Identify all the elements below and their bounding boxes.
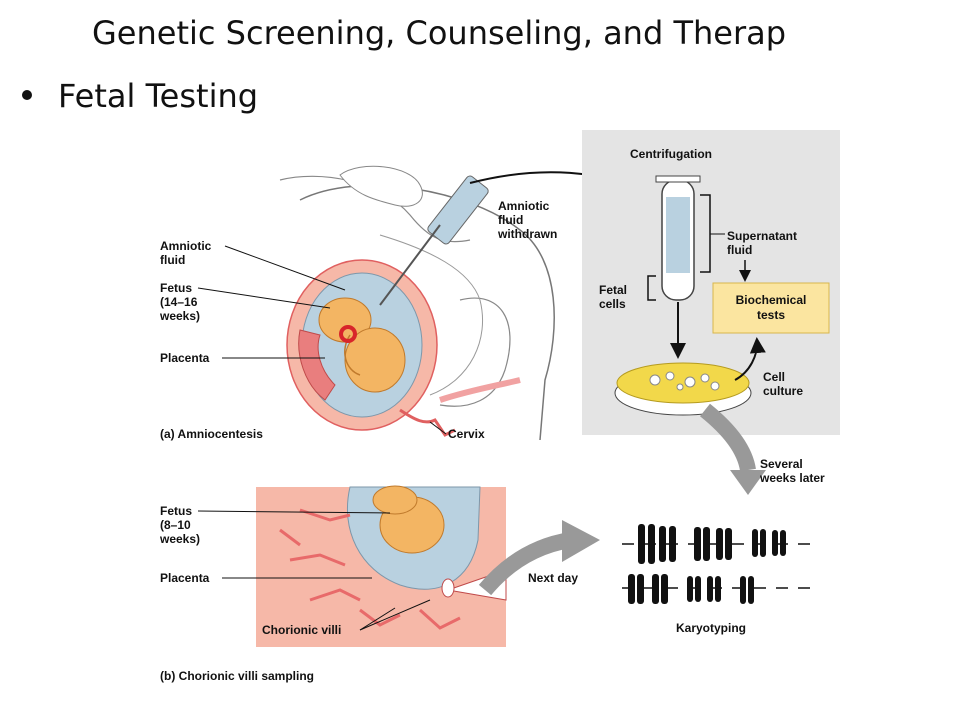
karyotype: Karyotyping <box>622 524 815 635</box>
label-cervix: Cervix <box>448 427 485 441</box>
slide-title: Genetic Screening, Counseling, and Thera… <box>92 14 787 52</box>
arrow-several-weeks <box>699 403 756 472</box>
bullet-dot <box>22 90 32 100</box>
caption-amniocentesis: (a) Amniocentesis <box>160 427 263 441</box>
biochemical-tests-box <box>712 282 830 334</box>
label-chorionic-villi: Chorionic villi <box>262 623 341 637</box>
chromosome-row-2 <box>628 574 754 604</box>
label-placenta-b: Placenta <box>160 571 210 585</box>
label-karyotyping: Karyotyping <box>676 621 746 635</box>
bullet-text: Fetal Testing <box>58 77 259 115</box>
label-placenta-a: Placenta <box>160 351 210 365</box>
arrow-next-day <box>478 532 572 596</box>
caption-cvs: (b) Chorionic villi sampling <box>160 669 314 683</box>
chromosome-row-1 <box>638 524 786 564</box>
amniocentesis-illustration <box>279 165 555 441</box>
label-centrifugation: Centrifugation <box>630 147 712 161</box>
bullet-item: Fetal Testing <box>22 74 258 118</box>
label-next-day: Next day <box>528 571 578 585</box>
